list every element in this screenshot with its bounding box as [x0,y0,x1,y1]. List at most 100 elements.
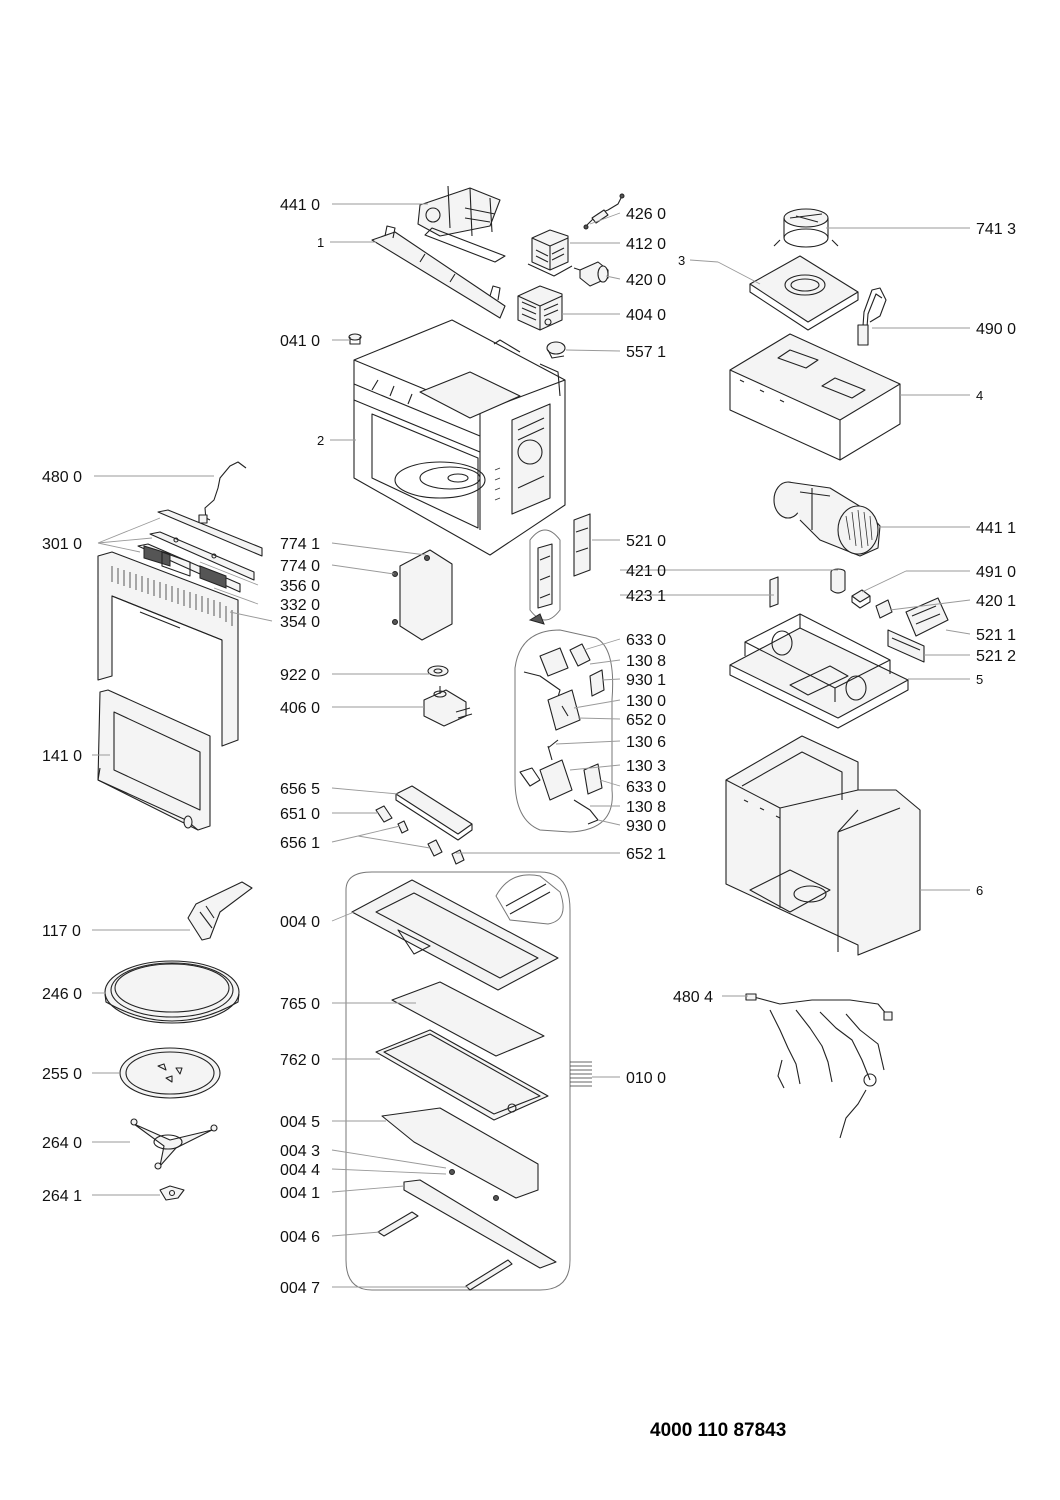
part-480-4-drawing [745,993,893,1139]
part-switch-group-drawing [514,629,614,833]
part-656-5-drawing [395,785,473,841]
callout-004-4: 004 4 [280,1162,320,1179]
part-1-drawing [371,225,506,319]
part-6-drawing [725,735,921,956]
callout-264-1: 264 1 [42,1188,82,1205]
part-2-cavity-drawing [353,319,566,556]
callout-765-0: 765 0 [280,996,320,1013]
callout-004-5: 004 5 [280,1114,320,1131]
part-774-0-drawing [392,549,453,641]
callout-301-0: 301 0 [42,536,82,553]
callout-246-0: 246 0 [42,986,82,1003]
callout-420-1: 420 1 [976,593,1016,610]
part-480-0-drawing [198,461,247,524]
part-264-1-drawing [159,1185,185,1201]
callout-3: 3 [678,253,685,268]
part-041-0-drawing [348,333,362,345]
callout-264-0: 264 0 [42,1135,82,1152]
callout-480-0: 480 0 [42,469,82,486]
part-656-1-drawing [427,839,465,865]
callout-426-0: 426 0 [626,206,666,223]
callout-004-0: 004 0 [280,914,320,931]
part-420-0-drawing [573,261,609,287]
callout-356-0: 356 0 [280,578,320,595]
part-741-3-drawing [773,208,839,248]
callout-041-0: 041 0 [280,333,320,350]
part-404-0-drawing [517,285,563,331]
callout-651-0: 651 0 [280,806,320,823]
callout-labels: 441 0 1 426 0 412 0 420 0 404 0 041 0 55… [42,197,1016,1297]
callout-656-5: 656 5 [280,781,320,798]
callout-490-0: 490 0 [976,321,1016,338]
callout-420-0: 420 0 [626,272,666,289]
callout-652-0: 652 0 [626,712,666,729]
part-426-0-drawing [583,193,625,230]
callout-922-0: 922 0 [280,667,320,684]
part-front-frame-drawing [97,551,239,747]
callout-633-0-lower: 633 0 [626,779,666,796]
part-441-1-drawing [773,481,881,557]
part-3-drawing [749,255,859,331]
part-117-0-drawing [187,881,253,941]
callout-004-7: 004 7 [280,1280,320,1297]
part-4-drawing [729,333,901,461]
part-264-0-drawing [130,1118,218,1170]
leader-lines [92,203,971,1288]
callout-774-0: 774 0 [280,558,320,575]
callout-423-1: 423 1 [626,588,666,605]
callout-480-4: 480 4 [673,989,713,1006]
callout-1: 1 [317,235,324,250]
part-421-0-drawing [830,568,846,594]
callout-130-3: 130 3 [626,758,666,775]
callout-354-0: 354 0 [280,614,320,631]
callout-633-0-upper: 633 0 [626,632,666,649]
part-557-1-drawing [546,341,566,359]
callout-6: 6 [976,883,983,898]
callout-130-6: 130 6 [626,734,666,751]
callout-412-0: 412 0 [626,236,666,253]
part-406-0-drawing [423,686,473,727]
callout-521-2: 521 2 [976,648,1016,665]
callout-521-0: 521 0 [626,533,666,550]
document-reference-number: 4000 110 87843 [650,1420,786,1441]
callout-332-0: 332 0 [280,597,320,614]
callout-404-0: 404 0 [626,307,666,324]
callout-5: 5 [976,672,983,687]
callout-004-6: 004 6 [280,1229,320,1246]
callout-4: 4 [976,388,983,403]
part-5-drawing [729,613,909,729]
part-010-0-marker [570,1061,592,1087]
part-412-0-drawing [527,229,573,277]
callout-117-0: 117 0 [42,923,81,940]
callout-930-1: 930 1 [626,672,666,689]
callout-930-0: 930 0 [626,818,666,835]
part-521-2-drawing [887,629,925,663]
callout-557-1: 557 1 [626,344,666,361]
part-521-0-drawing [528,513,591,625]
callout-130-8-lower: 130 8 [626,799,666,816]
callout-762-0: 762 0 [280,1052,320,1069]
callout-130-0: 130 0 [626,693,666,710]
part-490-0-drawing [857,287,887,346]
callout-441-1: 441 1 [976,520,1016,537]
part-521-1-drawing [905,597,949,637]
part-255-0-drawing [119,1047,221,1099]
callout-004-3: 004 3 [280,1143,320,1160]
part-423-1-drawing [769,576,779,608]
part-441-0-drawing [417,185,506,263]
part-control-panel-brackets-drawing [137,509,263,593]
callout-441-0: 441 0 [280,197,320,214]
part-922-0-drawing [427,665,449,677]
callout-521-1: 521 1 [976,627,1016,644]
callout-421-0: 421 0 [626,563,666,580]
callout-010-0: 010 0 [626,1070,666,1087]
callout-406-0: 406 0 [280,700,320,717]
callout-656-1: 656 1 [280,835,320,852]
callout-255-0: 255 0 [42,1066,82,1083]
callout-141-0: 141 0 [42,748,82,765]
callout-741-3: 741 3 [976,221,1016,238]
part-491-0-drawing [851,589,871,609]
callout-491-0: 491 0 [976,564,1016,581]
